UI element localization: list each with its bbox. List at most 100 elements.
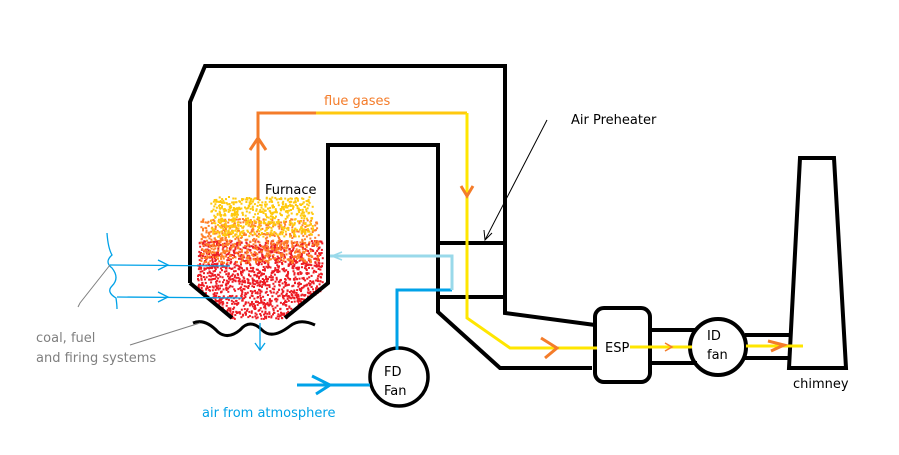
fire-particle bbox=[276, 264, 279, 267]
fire-particle bbox=[274, 243, 277, 246]
fire-particle bbox=[245, 256, 248, 259]
air-from-atmosphere-label: air from atmosphere bbox=[202, 406, 335, 421]
fire-particle bbox=[305, 217, 308, 220]
fire-particle bbox=[310, 260, 312, 263]
fire-particle bbox=[261, 278, 264, 280]
fire-particle bbox=[234, 225, 236, 228]
fire-particle bbox=[268, 286, 271, 288]
fire-particle bbox=[262, 269, 265, 271]
fire-particle bbox=[222, 245, 224, 248]
fire-particle bbox=[245, 217, 247, 220]
fire-particle bbox=[290, 209, 292, 211]
fire-particle bbox=[246, 308, 249, 311]
fire-particle bbox=[241, 199, 244, 202]
fire-particle bbox=[251, 206, 254, 209]
fire-particle bbox=[318, 252, 321, 255]
fire-particle bbox=[282, 296, 284, 299]
fire-particle bbox=[284, 282, 287, 285]
fire-particle bbox=[208, 249, 210, 252]
fire-particle bbox=[276, 241, 279, 244]
fire-particle bbox=[306, 272, 309, 274]
fire-particle bbox=[256, 204, 259, 207]
fire-particle bbox=[219, 237, 222, 240]
fire-particle bbox=[307, 198, 310, 201]
fire-particle bbox=[219, 200, 222, 202]
fire-particle bbox=[315, 287, 318, 290]
fire-particle bbox=[294, 200, 297, 203]
fire-particle bbox=[247, 259, 250, 262]
fire-particle bbox=[299, 256, 302, 259]
fire-particle bbox=[253, 237, 256, 240]
fire-particle bbox=[271, 276, 274, 279]
fire-particle bbox=[210, 230, 213, 233]
fire-particle bbox=[302, 257, 305, 260]
fire-particle bbox=[280, 259, 283, 262]
fire-particle bbox=[244, 261, 247, 264]
fire-particle bbox=[242, 225, 245, 228]
fire-particle bbox=[298, 211, 301, 214]
fire-particle bbox=[307, 230, 310, 233]
fire-particle bbox=[273, 247, 276, 250]
fire-particle bbox=[306, 273, 309, 276]
fire-particle bbox=[305, 200, 308, 203]
fire-particle bbox=[203, 250, 206, 253]
fire-particle bbox=[268, 258, 271, 261]
fire-particle bbox=[216, 200, 219, 203]
fire-particle bbox=[214, 285, 217, 288]
fire-particle bbox=[233, 214, 236, 217]
fire-particle bbox=[245, 245, 248, 248]
fire-particle bbox=[254, 283, 256, 286]
fire-particle bbox=[201, 282, 204, 285]
fire-particle bbox=[278, 232, 281, 235]
fire-particle bbox=[248, 270, 251, 273]
fire-particle bbox=[202, 253, 205, 255]
fire-particle bbox=[241, 226, 244, 229]
fire-particle bbox=[217, 235, 220, 238]
fire-particle bbox=[209, 256, 212, 259]
fire-particle bbox=[285, 253, 288, 256]
coal-label-1: coal, fuel bbox=[36, 331, 95, 346]
fire-particle bbox=[294, 276, 297, 279]
fire-particle bbox=[256, 246, 259, 249]
fire-particle bbox=[311, 229, 314, 232]
fire-particle bbox=[241, 213, 244, 216]
fire-particle bbox=[252, 282, 255, 285]
fire-particle bbox=[259, 244, 262, 247]
fire-particle bbox=[298, 288, 301, 291]
fire-particle bbox=[265, 278, 268, 280]
fire-particle bbox=[252, 216, 255, 219]
fire-particle bbox=[225, 253, 228, 256]
fire-particle bbox=[225, 263, 228, 266]
fire-particle bbox=[302, 234, 305, 237]
fire-particle bbox=[281, 202, 284, 205]
fire-particle bbox=[277, 204, 280, 207]
fire-particle bbox=[235, 302, 238, 305]
fire-particle bbox=[267, 247, 270, 250]
fire-particle bbox=[307, 282, 310, 285]
fire-particle bbox=[287, 205, 290, 207]
fire-particle bbox=[216, 255, 219, 258]
fire-particle bbox=[254, 292, 257, 295]
fire-particle bbox=[224, 225, 227, 227]
fire-particle bbox=[263, 306, 266, 309]
fire-particle bbox=[227, 253, 230, 255]
fire-particle bbox=[207, 261, 210, 264]
fire-particle bbox=[200, 233, 203, 236]
flue-gases-label: flue gases bbox=[324, 94, 391, 109]
fire-particle bbox=[248, 245, 251, 248]
fire-particle bbox=[240, 250, 243, 253]
fire-particle bbox=[245, 207, 248, 210]
fire-particle bbox=[217, 243, 220, 246]
fire-particle bbox=[302, 219, 305, 222]
fire-particle bbox=[281, 233, 284, 236]
fire-particle bbox=[280, 198, 283, 201]
fire-particle bbox=[222, 295, 225, 298]
fire-particle bbox=[301, 240, 304, 243]
fire-particle bbox=[294, 197, 297, 200]
fire-particle bbox=[247, 220, 250, 222]
fire-particle bbox=[256, 257, 259, 260]
fire-particle bbox=[296, 205, 299, 207]
fire-particle bbox=[239, 208, 241, 211]
fire-particle bbox=[255, 259, 258, 262]
fire-particle bbox=[236, 207, 239, 210]
